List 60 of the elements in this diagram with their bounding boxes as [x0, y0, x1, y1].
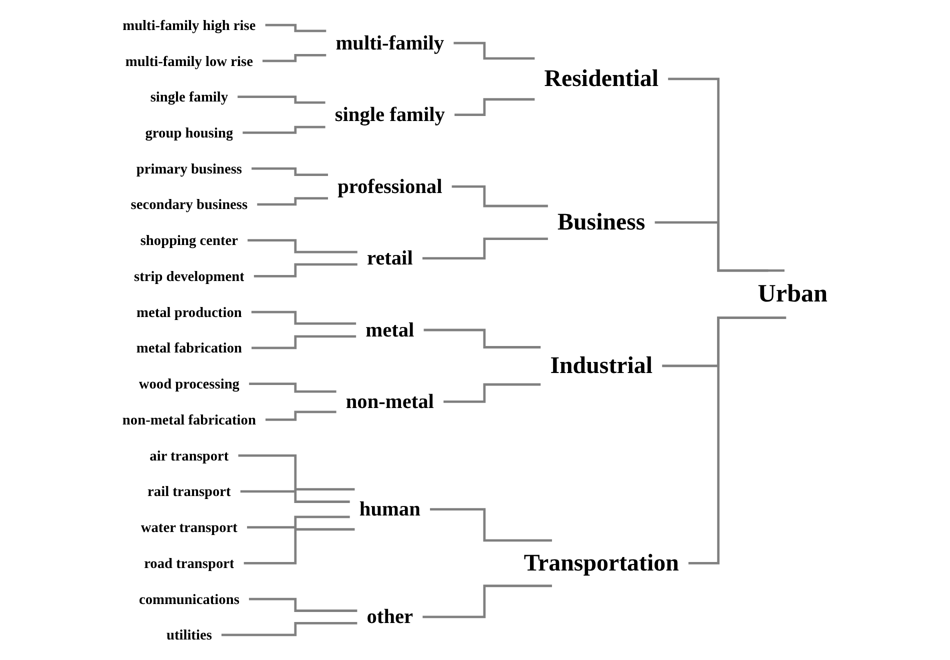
node-text: multi-family low rise: [125, 52, 253, 70]
node-text: multi-family: [336, 31, 444, 54]
connector: [421, 238, 548, 260]
connector: [250, 310, 356, 325]
node-text: non-metal: [346, 390, 434, 413]
node-text: primary business: [136, 160, 242, 177]
node-text: Industrial: [550, 352, 653, 380]
node-text: Residential: [544, 66, 659, 92]
node-text: single family: [334, 103, 445, 126]
connector: [237, 454, 355, 491]
connector: [248, 598, 358, 612]
node-text: communications: [138, 590, 240, 608]
connector: [687, 316, 786, 564]
connector: [666, 78, 785, 272]
connector: [250, 167, 328, 176]
connector: [242, 528, 355, 564]
connector: [442, 383, 541, 403]
node-text: metal fabrication: [136, 340, 242, 356]
node-text: multi-family high rise: [122, 16, 256, 34]
node-text: rail transport: [148, 483, 231, 500]
node-text: human: [359, 498, 420, 520]
node-text: group housing: [145, 124, 234, 142]
connector: [220, 622, 358, 636]
connector: [421, 584, 552, 618]
connector: [654, 221, 768, 272]
connector: [250, 335, 356, 350]
connector: [452, 42, 535, 60]
node-text: non-metal fabrication: [122, 411, 256, 428]
connector: [241, 126, 326, 134]
node-text: metal: [366, 318, 414, 342]
node-text: road transport: [144, 554, 234, 572]
connector: [246, 516, 350, 528]
connector: [246, 239, 358, 254]
connector: [453, 98, 535, 116]
connector: [248, 382, 336, 393]
node-text: utilities: [166, 626, 212, 644]
node-text: other: [366, 605, 414, 628]
node-text: retail: [366, 246, 413, 270]
node-text: air transport: [150, 447, 229, 464]
node-text: professional: [338, 174, 442, 198]
connector: [252, 263, 358, 278]
connector: [450, 185, 548, 208]
node-text: metal production: [136, 304, 242, 320]
connector: [264, 24, 326, 32]
node-text: shopping center: [140, 232, 238, 249]
node-text: strip development: [134, 268, 244, 285]
connector: [261, 54, 326, 62]
connector: [239, 490, 350, 503]
node-text: Urban: [758, 278, 828, 308]
node-text: secondary business: [130, 196, 248, 213]
node-text: Transportation: [524, 550, 679, 576]
connector: [256, 197, 328, 206]
node-text: water transport: [140, 518, 238, 536]
node-text: Business: [558, 209, 646, 236]
connector: [428, 508, 552, 542]
connector: [422, 328, 541, 348]
node-text: single family: [150, 88, 228, 106]
connector: [236, 96, 326, 104]
node-text: wood processing: [138, 375, 240, 392]
connector: [264, 410, 336, 421]
